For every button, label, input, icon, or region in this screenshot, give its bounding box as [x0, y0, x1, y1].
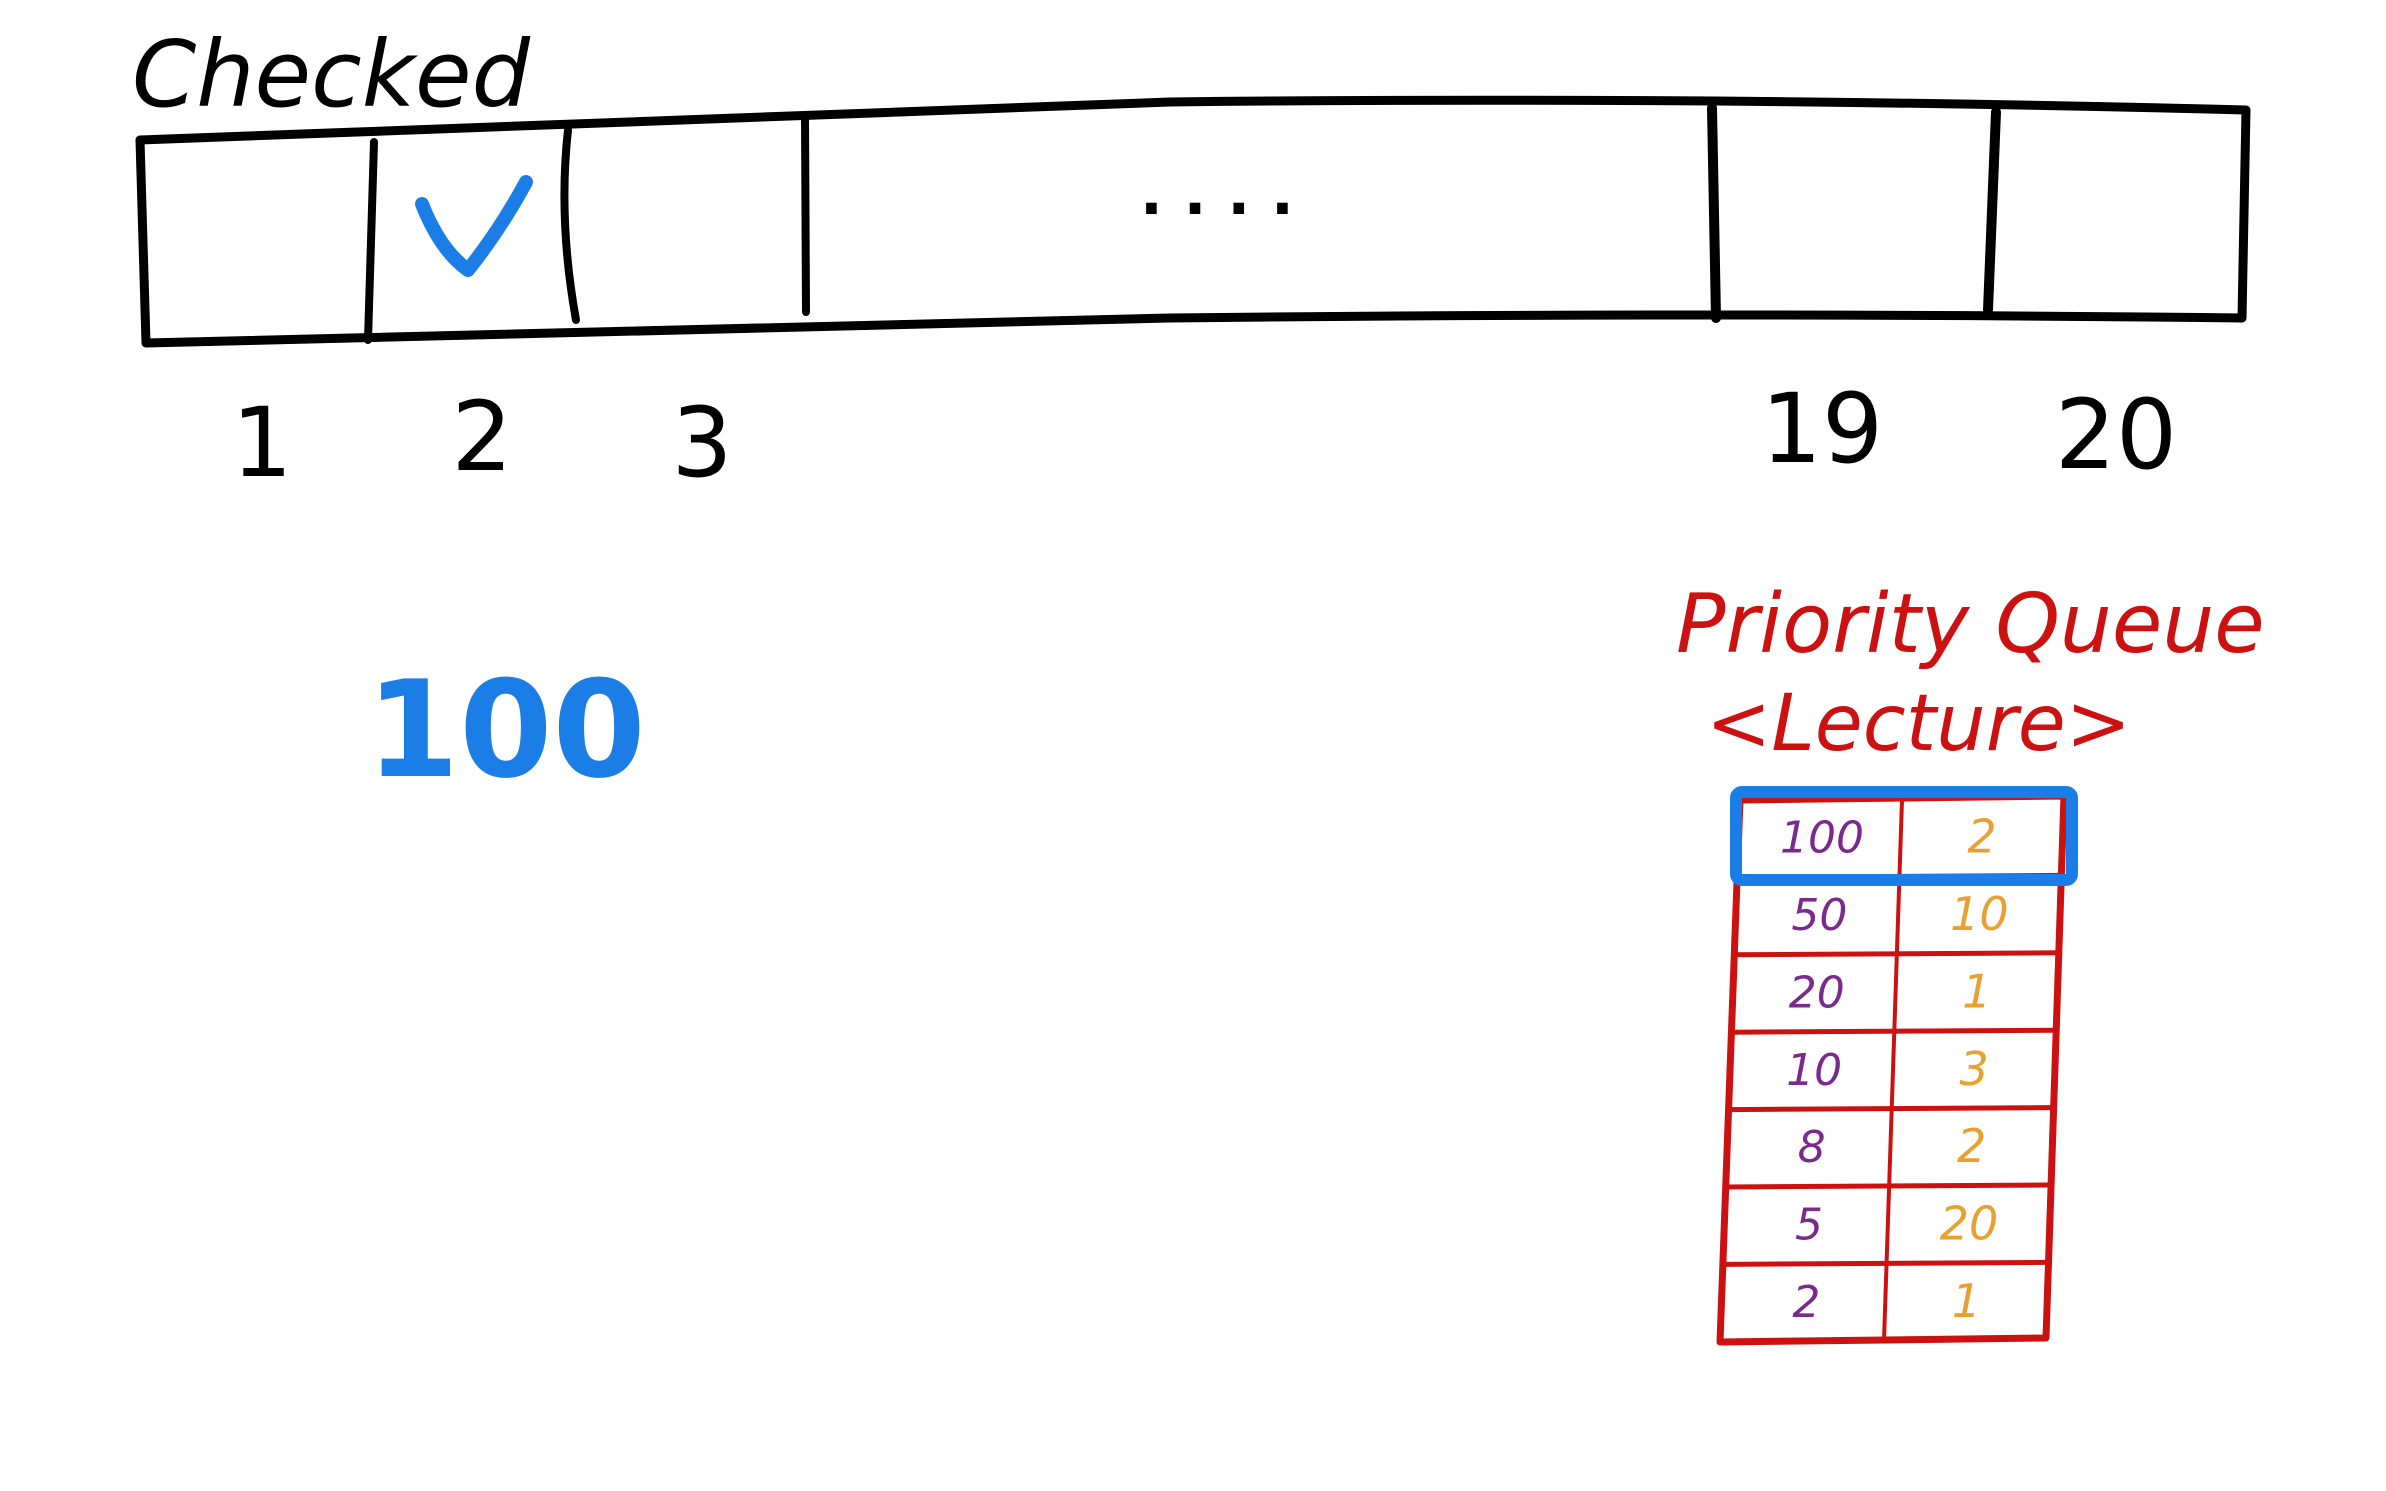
- index-label-19: 19: [1761, 373, 1883, 485]
- array-outline: [135, 95, 2251, 348]
- index-label-1: 1: [231, 387, 292, 499]
- index-label-3: 3: [671, 387, 732, 499]
- pq-row-value: 100: [1780, 813, 1864, 864]
- pq-row-separator: [1730, 1027, 2055, 1035]
- pq-row-separator: [1724, 1182, 2050, 1190]
- cell-divider-19-20: [1983, 107, 2001, 315]
- pq-row-lecture: 1: [1952, 1274, 1981, 1328]
- index-label-20: 20: [2055, 379, 2177, 491]
- checkmark-icon: [415, 175, 533, 277]
- pq-row-lecture: 3: [1960, 1042, 1989, 1096]
- pq-row-lecture: 1: [1962, 964, 1991, 1018]
- cell-divider-3-ellipsis: [801, 114, 810, 316]
- checked-label: Checked: [132, 21, 531, 128]
- pq-row-value: 5: [1795, 1200, 1823, 1251]
- pq-row-value: 20: [1789, 967, 1845, 1018]
- pq-row-lecture: 2: [1967, 810, 1996, 864]
- array-ellipsis: . . . .: [1140, 159, 1294, 229]
- current-value: 100: [366, 652, 646, 808]
- pq-title: Priority Queue: [1676, 577, 2265, 672]
- pq-column-divider: [1882, 798, 1904, 1342]
- pq-rows: 100 2 50 10 20 1 10 3 8 2 5 20 2 1: [1722, 810, 2060, 1328]
- pq-row-value: 50: [1791, 890, 1847, 941]
- pq-row-separator: [1732, 950, 2057, 958]
- pq-row-separator: [1722, 1259, 2047, 1267]
- pq-row-value: 2: [1792, 1277, 1820, 1328]
- pq-row-lecture: 10: [1950, 887, 2009, 941]
- cell-divider-1-2: [364, 138, 378, 344]
- cell-divider-2-3: [560, 126, 580, 324]
- pq-row-value: 10: [1786, 1045, 1842, 1096]
- pq-row-lecture: 2: [1957, 1119, 1986, 1173]
- cell-divider-ellipsis-19: [1707, 103, 1721, 323]
- index-label-2: 2: [451, 381, 512, 493]
- checked-array: Checked . . . . 1 2 3 19 20: [132, 21, 2251, 499]
- pq-row-value: 8: [1798, 1122, 1826, 1173]
- pq-top-highlight: [1730, 786, 2078, 886]
- pq-row-lecture: 20: [1940, 1197, 1999, 1251]
- priority-queue: Priority Queue <Lecture> 100 2 50 10 20 1 10 3 8…: [1676, 577, 2265, 1346]
- pq-row-separator: [1727, 1105, 2052, 1113]
- pq-type-param: <Lecture>: [1706, 679, 2131, 769]
